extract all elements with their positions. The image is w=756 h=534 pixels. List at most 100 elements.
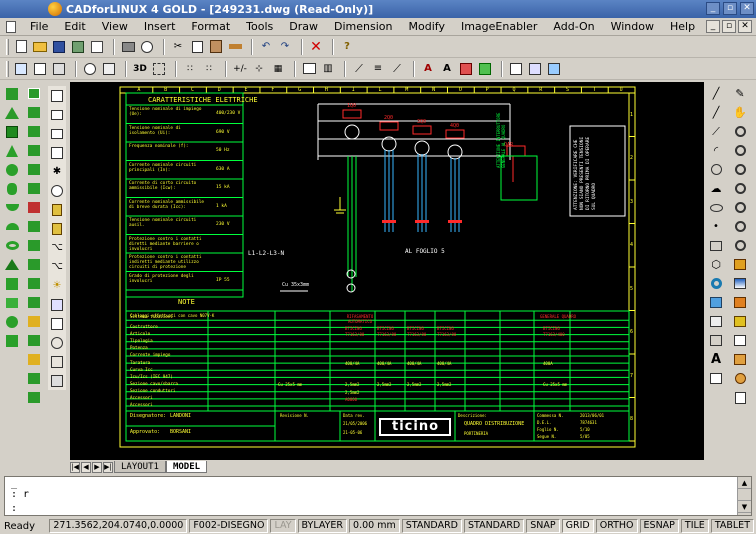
clip-icon[interactable] <box>49 316 65 331</box>
ortho-toggle[interactable]: ORTHO <box>595 519 638 533</box>
rotate-faces-icon[interactable] <box>26 257 42 272</box>
link-icon[interactable] <box>49 335 65 350</box>
distance-icon[interactable]: 3D <box>133 63 147 74</box>
attribute-icon[interactable] <box>732 314 748 329</box>
menu-modify[interactable]: Modify <box>408 20 445 33</box>
menu-view[interactable]: View <box>101 20 128 33</box>
donut-tool-icon[interactable] <box>708 276 724 291</box>
user-icon[interactable] <box>732 371 748 386</box>
menu-imageenabler[interactable]: ImageEnabler <box>460 20 538 33</box>
locate-icon[interactable] <box>49 183 65 198</box>
sphere-icon[interactable] <box>4 162 20 177</box>
tab-model[interactable]: MODEL <box>165 461 208 473</box>
menu-format[interactable]: Format <box>191 20 231 33</box>
bar-chart-icon[interactable]: ▥ <box>323 63 333 74</box>
cancel-command-icon[interactable]: ✕ <box>310 38 322 55</box>
vertex-icon[interactable] <box>49 354 65 369</box>
make-block-icon[interactable] <box>732 333 748 348</box>
slice-icon[interactable] <box>4 333 20 348</box>
cone-icon[interactable] <box>4 143 20 158</box>
tablet-toggle[interactable]: TABLET <box>710 519 754 533</box>
first-tab-button[interactable]: |◀ <box>70 461 80 473</box>
circle-tool-icon[interactable] <box>708 162 724 177</box>
subtract-icon[interactable] <box>26 105 42 120</box>
zoom-previous-icon[interactable] <box>732 181 748 196</box>
current-dimstyle[interactable]: STANDARD <box>463 519 525 533</box>
polyline-tool-icon[interactable]: ⟋ <box>712 124 720 138</box>
cube-icon[interactable] <box>4 124 20 139</box>
menu-edit[interactable]: Edit <box>64 20 86 33</box>
undo-icon[interactable]: ↶ <box>261 41 271 52</box>
mtext-tool-icon[interactable]: A <box>710 352 722 367</box>
extrude-faces-icon[interactable] <box>26 181 42 196</box>
table-tool-icon[interactable] <box>708 371 724 386</box>
match-properties-icon[interactable] <box>227 39 243 55</box>
dish-icon[interactable] <box>4 200 20 215</box>
paste-icon[interactable] <box>208 39 224 55</box>
arc-tool-icon[interactable]: ◜ <box>713 144 719 157</box>
point-tool-icon[interactable]: • <box>713 221 719 232</box>
ortho-icon[interactable]: +/- <box>233 63 247 74</box>
print-icon[interactable] <box>120 39 136 55</box>
rectangle-tool-icon[interactable] <box>708 238 724 253</box>
scroll-down-button[interactable]: ▼ <box>738 501 751 513</box>
line-tool-icon[interactable]: ╱ <box>712 87 720 100</box>
lock-icon[interactable] <box>49 202 65 217</box>
doc-close-button[interactable]: ✕ <box>738 20 752 33</box>
check-icon[interactable] <box>26 390 42 405</box>
shell-icon[interactable] <box>26 371 42 386</box>
snap-toggle[interactable]: SNAP <box>526 519 560 533</box>
doc-restore-button[interactable]: ▫ <box>722 20 736 33</box>
properties-icon[interactable] <box>477 61 493 77</box>
zoom-window-tool-icon[interactable] <box>732 238 748 253</box>
gradient-tool-icon[interactable] <box>732 276 748 291</box>
save-icon[interactable] <box>51 39 67 55</box>
color-faces-icon[interactable] <box>26 314 42 329</box>
revolve-icon[interactable] <box>4 314 20 329</box>
publish-icon[interactable] <box>89 39 105 55</box>
copy-icon[interactable] <box>189 39 205 55</box>
menu-draw[interactable]: Draw <box>289 20 319 33</box>
separate-icon[interactable] <box>26 352 42 367</box>
scroll-up-button[interactable]: ▲ <box>738 477 751 489</box>
time-icon[interactable] <box>49 126 65 141</box>
document-icon[interactable] <box>6 20 16 33</box>
zoom-window-icon[interactable] <box>32 61 48 77</box>
imprint-icon[interactable] <box>26 333 42 348</box>
taper-faces-icon[interactable] <box>26 276 42 291</box>
boundary-tool-icon[interactable] <box>708 314 724 329</box>
command-line[interactable]: _ : r : ▲ ▼ <box>4 476 752 516</box>
area-icon[interactable] <box>151 61 167 77</box>
toolbar-grip[interactable] <box>6 38 9 55</box>
zoom-extents-icon[interactable] <box>732 162 748 177</box>
copy-faces-icon[interactable] <box>26 295 42 310</box>
spline-icon[interactable]: ⟋ <box>393 61 401 75</box>
layer-icon[interactable] <box>49 297 65 312</box>
menu-insert[interactable]: Insert <box>143 20 176 33</box>
block-icon[interactable] <box>508 61 524 77</box>
hatch-tool-icon[interactable] <box>732 257 748 272</box>
cylinder-icon[interactable] <box>4 181 20 196</box>
scroll-thumb[interactable] <box>738 489 751 501</box>
pyramid-icon[interactable] <box>4 257 20 272</box>
offset-faces-icon[interactable] <box>26 219 42 234</box>
command-input[interactable]: : <box>11 503 18 514</box>
block-insert-icon[interactable] <box>732 295 748 310</box>
box-icon[interactable] <box>4 86 20 101</box>
menu-tools[interactable]: Tools <box>246 20 274 33</box>
network-icon[interactable]: ⌥ <box>51 242 63 253</box>
union-icon[interactable] <box>26 86 42 101</box>
cut-icon[interactable]: ✂ <box>173 41 183 52</box>
lay-indicator[interactable]: LAY <box>270 519 296 533</box>
hatch-icon[interactable]: ▦ <box>273 63 283 74</box>
image-manager-icon[interactable] <box>546 61 562 77</box>
menu-help[interactable]: Help <box>669 20 696 33</box>
menu-window[interactable]: Window <box>610 20 654 33</box>
help-icon[interactable]: ? <box>344 41 350 52</box>
osnap-icon[interactable]: ⊹ <box>255 63 263 74</box>
snap-grid-icon[interactable]: ∷ <box>187 63 193 74</box>
pan-hand-icon[interactable]: ✋ <box>733 106 747 119</box>
grid-toggle[interactable]: GRID <box>561 519 594 533</box>
redraw-icon[interactable] <box>51 61 67 77</box>
section-icon[interactable] <box>26 143 42 158</box>
